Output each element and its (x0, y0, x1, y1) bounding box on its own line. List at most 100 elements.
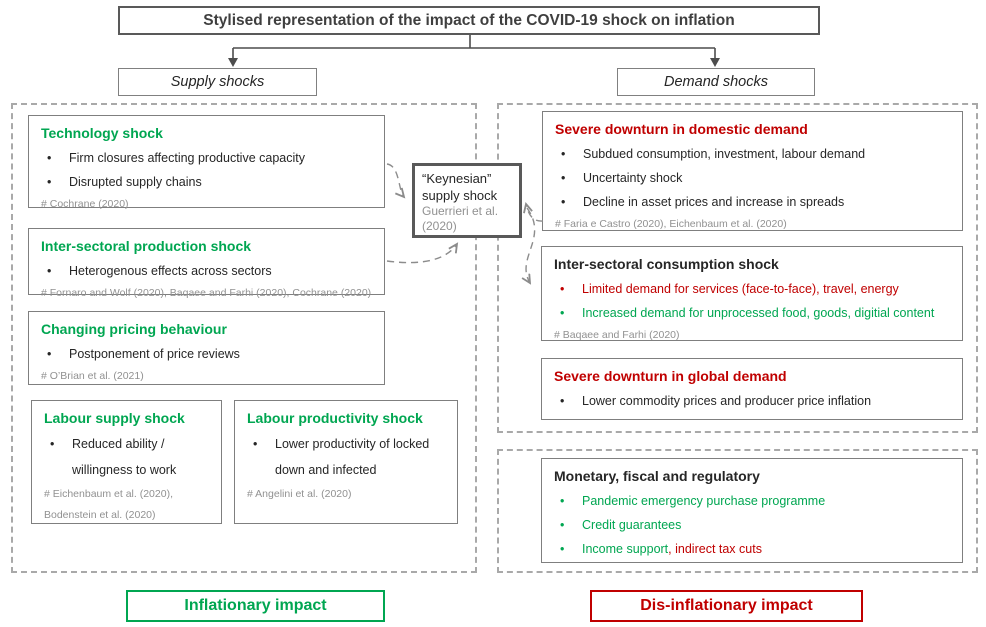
box-title: Changing pricing behaviour (41, 321, 227, 337)
bullet-item: • Lower commodity prices and producer pri… (554, 389, 950, 413)
arrowhead-supply (228, 58, 238, 67)
reference-note: # Fornaro and Wolf (2020), Baqaee and Fa… (41, 287, 372, 299)
supply-shocks-container (11, 103, 477, 573)
bullet-text-segment: , indirect tax cuts (668, 542, 762, 556)
reference-note: # Cochrane (2020) (41, 198, 129, 210)
bullet-item: • Disrupted supply chains (41, 170, 372, 194)
bullet-dot: • (561, 147, 566, 161)
bullet-text-segment: Uncertainty shock (583, 171, 683, 185)
bullet-text-segment: Lower productivity of locked down and in… (275, 437, 430, 477)
bullet-text: Lower productivity of locked down and in… (275, 431, 445, 483)
reference-note: # Eichenbaum et al. (2020), Bodenstein e… (44, 488, 173, 521)
bullet-text-segment: Limited demand for services (face-to-fac… (582, 282, 899, 296)
bullet-text: Disrupted supply chains (69, 170, 372, 194)
bullet-dot: • (561, 171, 566, 185)
box-title: Severe downturn in domestic demand (555, 121, 808, 137)
bullet-dot: • (560, 494, 565, 508)
inflationary-impact-text: Inflationary impact (184, 597, 327, 614)
inter-sectoral-consumption-shock-box: Inter-sectoral consumption shock • Limited… (541, 246, 963, 341)
reference-note: # O’Brian et al. (2021) (41, 370, 144, 382)
bullet-text-segment: Increased demand for unprocessed food, g… (582, 306, 935, 320)
bullet-text: Subdued consumption, investment, labour … (583, 142, 950, 166)
bullet-dot: • (560, 394, 565, 408)
bullet-dot: • (560, 306, 565, 320)
bullet-text: Postponement of price reviews (69, 342, 372, 366)
page-title: Stylised representation of the impact of… (118, 6, 820, 35)
bullet-text-segment: Firm closures affecting productive capac… (69, 151, 305, 165)
bullet-dot: • (47, 151, 52, 165)
title-branch-connector (232, 35, 716, 59)
bullet-item: • Increased demand for unprocessed food, … (554, 301, 950, 325)
bullet-text-segment: Decline in asset prices and increase in … (583, 195, 845, 209)
bullet-item: • Uncertainty shock (555, 166, 950, 190)
keynesian-line1: “Keynesian” (422, 171, 492, 186)
box-title: Labour productivity shock (247, 410, 423, 426)
keynesian-reference-year: (2020) (422, 219, 457, 233)
bullet-item: • Heterogenous effects across sectors (41, 259, 372, 283)
bullet-item: • Limited demand for services (face-to-fa… (554, 277, 950, 301)
demand-shocks-container (497, 103, 978, 433)
bullet-text: Income support, indirect tax cuts (582, 537, 950, 561)
box-title: Technology shock (41, 125, 163, 141)
page-title-text: Stylised representation of the impact of… (203, 11, 735, 29)
bullet-text-segment: Pandemic emergency purchase programme (582, 494, 826, 508)
bullet-item: • Decline in asset prices and increase in… (555, 190, 950, 214)
technology-shock-box: Technology shock • Firm closures affecting… (28, 115, 385, 210)
bullet-text: Reduced ability / willingness to work (72, 431, 209, 483)
changing-pricing-behaviour-box: Changing pricing behaviour • Postponement … (28, 311, 385, 385)
bullet-dot: • (253, 437, 258, 451)
branch-demand-label: Demand shocks (664, 74, 768, 90)
bullet-item: • Firm closures affecting productive capa… (41, 146, 372, 170)
box-title: Monetary, fiscal and regulatory (554, 468, 760, 484)
labour-supply-shock-box: Labour supply shock • Reduced ability / wi… (31, 400, 222, 524)
labour-productivity-shock-box: Labour productivity shock • Lower producti… (234, 400, 458, 524)
bullet-dot: • (50, 437, 55, 451)
bullet-dot: • (561, 195, 566, 209)
bullet-dot: • (560, 282, 565, 296)
box-title: Inter-sectoral production shock (41, 238, 252, 254)
bullet-text-segment: Lower commodity prices and producer pric… (582, 394, 872, 408)
box-title: Severe downturn in global demand (554, 368, 787, 384)
keynesian-line2: supply shock (422, 187, 498, 203)
bullet-text: Uncertainty shock (583, 166, 950, 190)
branch-supply-shocks: Supply shocks (118, 68, 317, 96)
monetary-fiscal-regulatory-box: Monetary, fiscal and regulatory • Pandemic… (541, 458, 963, 563)
bullet-item: • Lower productivity of locked down and i… (247, 431, 445, 483)
branch-supply-label: Supply shocks (170, 74, 265, 90)
bullet-text: Pandemic emergency purchase programme (582, 489, 950, 513)
bullet-text-segment: Disrupted supply chains (69, 175, 202, 189)
bullet-item: • Income support, indirect tax cuts (554, 537, 950, 561)
bullet-dot: • (47, 347, 52, 361)
bullet-dot: • (560, 542, 565, 556)
inter-sectoral-production-shock-box: Inter-sectoral production shock • Heteroge… (28, 228, 385, 299)
bullet-text: Lower commodity prices and producer pric… (582, 389, 950, 413)
policy-measures-container (497, 449, 978, 573)
bullet-text-segment: Reduced ability / willingness to work (72, 437, 177, 477)
bullet-item: • Credit guarantees (554, 513, 950, 537)
keynesian-supply-shock-box: “Keynesian” supply shock Guerrieri et al… (412, 163, 522, 238)
bullet-item: • Pandemic emergency purchase programme (554, 489, 950, 513)
bullet-dot: • (560, 518, 565, 532)
bullet-text-segment: Heterogenous effects across sectors (69, 264, 272, 278)
bullet-text: Limited demand for services (face-to-fac… (582, 277, 950, 301)
bullet-item: • Reduced ability / willingness to work (44, 431, 209, 483)
inflationary-impact-label: Inflationary impact (126, 590, 385, 622)
box-title: Inter-sectoral consumption shock (554, 256, 779, 272)
bullet-dot: • (47, 175, 52, 189)
bullet-text-segment: Subdued consumption, investment, labour … (583, 147, 866, 161)
arrowhead-demand (710, 58, 720, 67)
box-title: Labour supply shock (44, 410, 185, 426)
severe-global-demand-box: Severe downturn in global demand • Lower c… (541, 358, 963, 420)
keynesian-reference: Guerrieri et al. (422, 204, 499, 218)
bullet-text-segment: Income support (582, 542, 669, 556)
bullet-dot: • (47, 264, 52, 278)
reference-note: # Baqaee and Farhi (2020) (554, 329, 680, 341)
bullet-text: Heterogenous effects across sectors (69, 259, 372, 283)
bullet-text: Firm closures affecting productive capac… (69, 146, 372, 170)
severe-domestic-demand-box: Severe downturn in domestic demand • Subdu… (542, 111, 963, 231)
reference-note: # Faria e Castro (2020), Eichenbaum et a… (555, 218, 787, 230)
bullet-text-segment: Postponement of price reviews (69, 347, 240, 361)
bullet-item: • Postponement of price reviews (41, 342, 372, 366)
bullet-text-segment: Credit guarantees (582, 518, 682, 532)
